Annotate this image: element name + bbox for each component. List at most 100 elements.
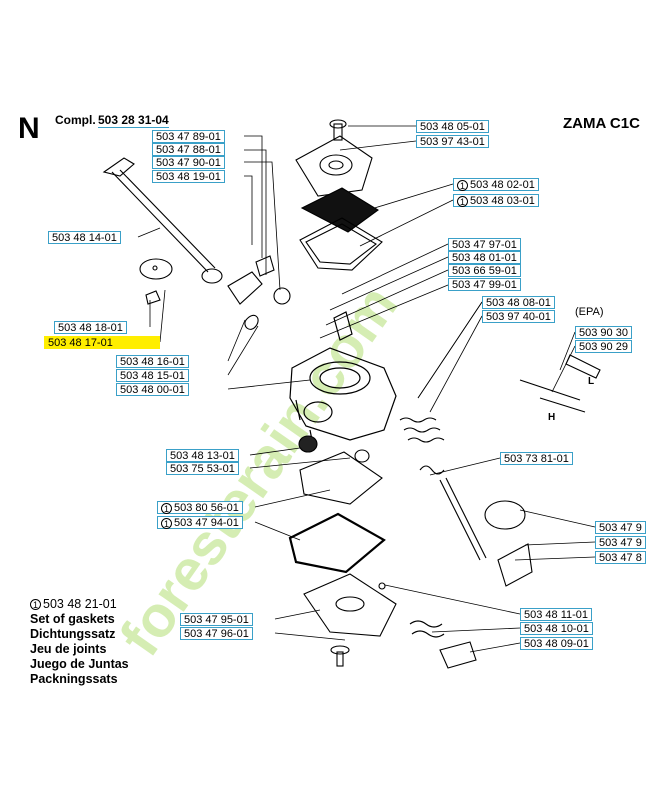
part-number-text: 503 48 19-01: [156, 171, 221, 183]
bottom-screw: [330, 645, 350, 667]
part-number-text: 503 48 05-01: [420, 121, 485, 133]
part-label[interactable]: 503 47 89-01: [152, 130, 225, 143]
part-label[interactable]: 503 47 95-01: [180, 613, 253, 626]
leader-lines: [137, 125, 596, 653]
choke-assembly: [419, 465, 533, 587]
part-number-text: 503 48 11-01: [524, 609, 589, 621]
compl-label: Compl.: [55, 113, 96, 127]
part-number-text: 503 48 01-01: [452, 252, 517, 264]
part-label[interactable]: 503 47 96-01: [180, 627, 253, 640]
part-label[interactable]: 503 48 10-01: [520, 622, 593, 635]
part-label[interactable]: 503 48 18-01: [54, 321, 127, 334]
throttle-plate: [139, 258, 173, 305]
part-number-text: 503 48 08-01: [486, 297, 551, 309]
gasket-line-sv: Packningssats: [30, 672, 118, 686]
part-label[interactable]: 503 47 9: [595, 536, 646, 549]
part-label[interactable]: 503 48 11-01: [520, 608, 593, 621]
metering-plate: [299, 451, 383, 505]
part-label[interactable]: 503 90 30: [575, 326, 632, 339]
part-number-text: 503 48 03-01: [470, 195, 535, 207]
gasket-marker: 1: [161, 502, 172, 514]
part-label[interactable]: 503 48 08-01: [482, 296, 555, 309]
model-title: ZAMA C1C: [563, 115, 640, 132]
part-label[interactable]: 503 48 19-01: [152, 170, 225, 183]
part-label[interactable]: 503 47 88-01: [152, 143, 225, 156]
part-number-text: 503 47 95-01: [184, 614, 249, 626]
part-number-text: 503 47 89-01: [156, 131, 221, 143]
gasket-marker: 1: [457, 179, 468, 191]
part-number-text: 503 48 14-01: [52, 232, 117, 244]
throttle-shaft: [102, 157, 223, 284]
part-label[interactable]: 503 48 15-01: [116, 369, 189, 382]
pump-gasket: [299, 217, 383, 271]
part-number-text: 503 48 09-01: [524, 638, 589, 650]
part-number-text: 503 48 16-01: [120, 356, 185, 368]
part-label[interactable]: 503 66 59-01: [448, 264, 521, 277]
part-number-text: 503 47 9: [599, 537, 642, 549]
pump-diaphragm: [300, 187, 379, 233]
part-number-text: 503 47 97-01: [452, 239, 517, 251]
part-label[interactable]: 503 48 05-01: [416, 120, 489, 133]
epa-label: (EPA): [575, 306, 604, 318]
gasket-line-fr: Jeu de joints: [30, 642, 107, 656]
part-number-text: 503 48 00-01: [120, 384, 185, 396]
part-label-highlighted[interactable]: 503 48 17-01: [44, 336, 160, 349]
part-label[interactable]: 503 48 09-01: [520, 637, 593, 650]
part-number-text: 503 48 13-01: [170, 450, 235, 462]
needle-label-l: L: [588, 376, 595, 387]
section-letter: N: [18, 112, 40, 145]
throttle-lever: [227, 255, 291, 330]
part-number-text: 503 48 18-01: [58, 322, 123, 334]
idle-screw: [378, 582, 477, 669]
part-label[interactable]: 503 47 9: [595, 521, 646, 534]
compl-part-number: 503 28 31-04: [98, 113, 169, 128]
part-label[interactable]: 503 47 8: [595, 551, 646, 564]
pump-cover: [295, 135, 373, 197]
part-number-text: 503 48 10-01: [524, 623, 589, 635]
part-number-text: 503 97 43-01: [420, 136, 485, 148]
part-label[interactable]: 503 48 13-01: [166, 449, 239, 462]
adjust-needles: [519, 354, 601, 413]
part-label[interactable]: 503 75 53-01: [166, 462, 239, 475]
adjust-springs: [399, 417, 445, 443]
part-number-text: 503 90 30: [579, 327, 628, 339]
part-number-text: 503 47 9: [599, 522, 642, 534]
part-label[interactable]: 503 47 99-01: [448, 278, 521, 291]
gasket-marker: 1: [30, 599, 41, 611]
part-label[interactable]: 503 90 29: [575, 340, 632, 353]
part-number-text: 503 48 17-01: [48, 337, 113, 349]
part-label[interactable]: 503 47 97-01: [448, 238, 521, 251]
part-label[interactable]: 503 48 01-01: [448, 251, 521, 264]
part-label[interactable]: 503 48 00-01: [116, 383, 189, 396]
part-number-text: 503 47 8: [599, 552, 642, 564]
part-label[interactable]: 503 73 81-01: [500, 452, 573, 465]
part-label[interactable]: 503 48 16-01: [116, 355, 189, 368]
part-number-text: 503 73 81-01: [504, 453, 569, 465]
part-number-text: 503 75 53-01: [170, 463, 235, 475]
metering-cover: [303, 573, 397, 637]
carburetor-body: [289, 311, 397, 441]
inlet-needle: [298, 435, 370, 463]
part-number-text: 503 47 99-01: [452, 279, 517, 291]
top-screw: [329, 119, 347, 141]
part-label[interactable]: 503 97 40-01: [482, 310, 555, 323]
gasket-line-es: Juego de Juntas: [30, 657, 129, 671]
part-number-text: 503 97 40-01: [486, 311, 551, 323]
gasket-marker: 1: [457, 195, 468, 207]
metering-gasket: [288, 512, 386, 574]
part-number-text: 503 48 15-01: [120, 370, 185, 382]
part-label[interactable]: 503 97 43-01: [416, 135, 489, 148]
part-number-text: 503 48 02-01: [470, 179, 535, 191]
part-number-text: 503 47 90-01: [156, 157, 221, 169]
part-label[interactable]: 503 48 14-01: [48, 231, 121, 244]
part-number-text: 503 90 29: [579, 341, 628, 353]
gasket-marker: 1: [161, 517, 172, 529]
part-number-text: 503 66 59-01: [452, 265, 517, 277]
part-label[interactable]: 503 47 90-01: [152, 156, 225, 169]
